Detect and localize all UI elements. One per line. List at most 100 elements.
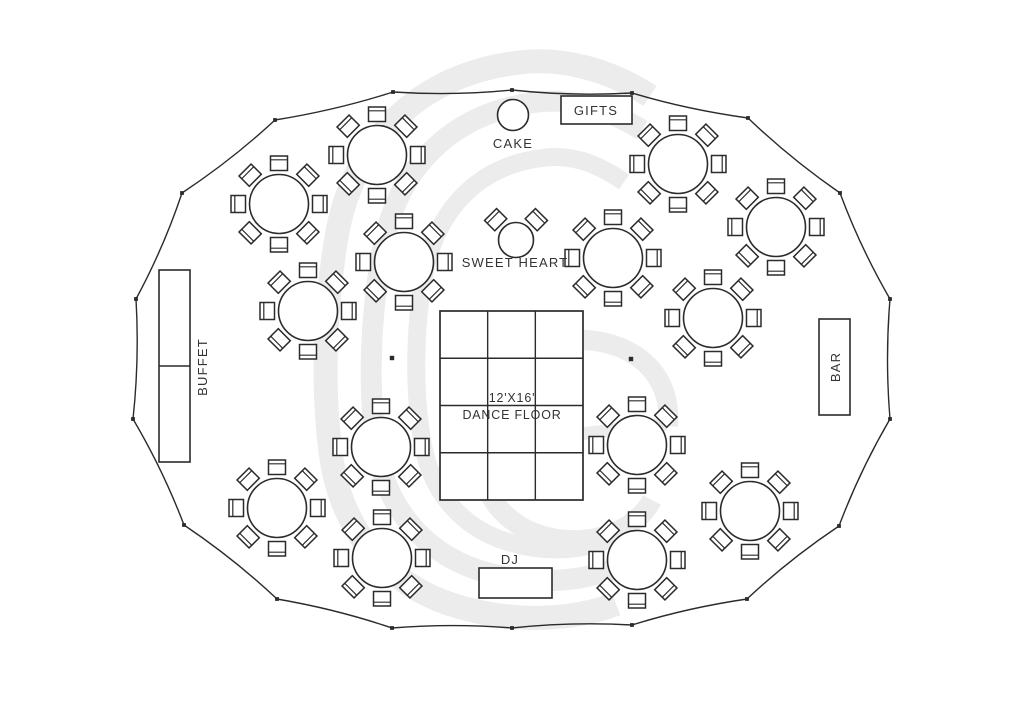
tent-pole-marker (131, 417, 135, 421)
chair (766, 178, 786, 195)
chair (332, 437, 349, 457)
chair (703, 269, 723, 286)
chair (766, 527, 792, 553)
cake-label: CAKE (493, 136, 533, 151)
chair (372, 590, 392, 607)
guest-table (588, 511, 686, 609)
guest-table-top (246, 477, 308, 539)
tent-pole-marker (838, 191, 842, 195)
service-tables (158, 95, 851, 599)
chair (298, 343, 318, 360)
chair (269, 155, 289, 172)
chair (653, 576, 679, 602)
chair (729, 334, 755, 360)
chair (629, 274, 655, 300)
chair (808, 217, 825, 237)
dj-table (478, 567, 553, 599)
guest-table (701, 462, 799, 560)
cake-table (496, 98, 530, 132)
chair (340, 516, 366, 542)
tent-pole-marker (746, 116, 750, 120)
tent-pole-marker (182, 523, 186, 527)
center-pole-marker (389, 355, 395, 361)
dance-floor (439, 310, 584, 501)
guest-table-top (606, 529, 668, 591)
chair (420, 220, 446, 246)
chair (371, 479, 391, 496)
chair (571, 216, 597, 242)
chair (588, 550, 605, 570)
chair (729, 276, 755, 302)
center-pole-marker (628, 356, 634, 362)
sweetheart-label: SWEET HEART (462, 255, 569, 270)
guest-table-top (582, 227, 644, 289)
sweetheart-table-top (497, 221, 535, 259)
chair (394, 294, 414, 311)
chair (766, 259, 786, 276)
chair (393, 171, 419, 197)
chair (237, 162, 263, 188)
chair (669, 435, 686, 455)
chair (393, 113, 419, 139)
chair (627, 592, 647, 609)
guest-table (564, 209, 662, 307)
chair (335, 171, 361, 197)
chair (627, 477, 647, 494)
chair (259, 301, 276, 321)
guest-table-top (351, 527, 413, 589)
chair (588, 435, 605, 455)
guest-table (664, 269, 762, 367)
chair (703, 350, 723, 367)
dance-floor-name-label: DANCE FLOOR (462, 408, 561, 422)
guest-table-top (277, 280, 339, 342)
tent-pole-marker (275, 597, 279, 601)
guest-table-top (346, 124, 408, 186)
guest-table-top (745, 196, 807, 258)
chair (792, 185, 818, 211)
chair (653, 518, 679, 544)
chair (653, 403, 679, 429)
bar-table (818, 318, 851, 416)
chair (266, 269, 292, 295)
chair (340, 301, 357, 321)
tent-pole-marker (888, 297, 892, 301)
chair (362, 220, 388, 246)
chair (333, 548, 350, 568)
guest-table (727, 178, 825, 276)
chair (710, 154, 727, 174)
chair (524, 207, 549, 232)
chair (645, 248, 662, 268)
chair (293, 466, 319, 492)
gifts-label: GIFTS (574, 103, 618, 118)
chair (653, 461, 679, 487)
guest-table (328, 106, 426, 204)
sweetheart-table (483, 207, 549, 259)
guest-table-top (350, 416, 412, 478)
chair (701, 501, 718, 521)
tent-pole-marker (510, 88, 514, 92)
chair (603, 290, 623, 307)
chair (367, 106, 387, 123)
chair (298, 262, 318, 279)
guest-table-top (719, 480, 781, 542)
chair (414, 548, 431, 568)
chair (267, 459, 287, 476)
guest-table-top (682, 287, 744, 349)
chair (237, 220, 263, 246)
tent-pole-marker (180, 191, 184, 195)
chair (235, 466, 261, 492)
chair (627, 511, 647, 528)
chair (636, 180, 662, 206)
chair (413, 437, 430, 457)
chair (436, 252, 453, 272)
chair (571, 274, 597, 300)
chair (372, 509, 392, 526)
guest-table-top (647, 133, 709, 195)
chair (228, 498, 245, 518)
chair (603, 209, 623, 226)
chair (328, 145, 345, 165)
chair (595, 403, 621, 429)
gifts-table (560, 95, 633, 125)
